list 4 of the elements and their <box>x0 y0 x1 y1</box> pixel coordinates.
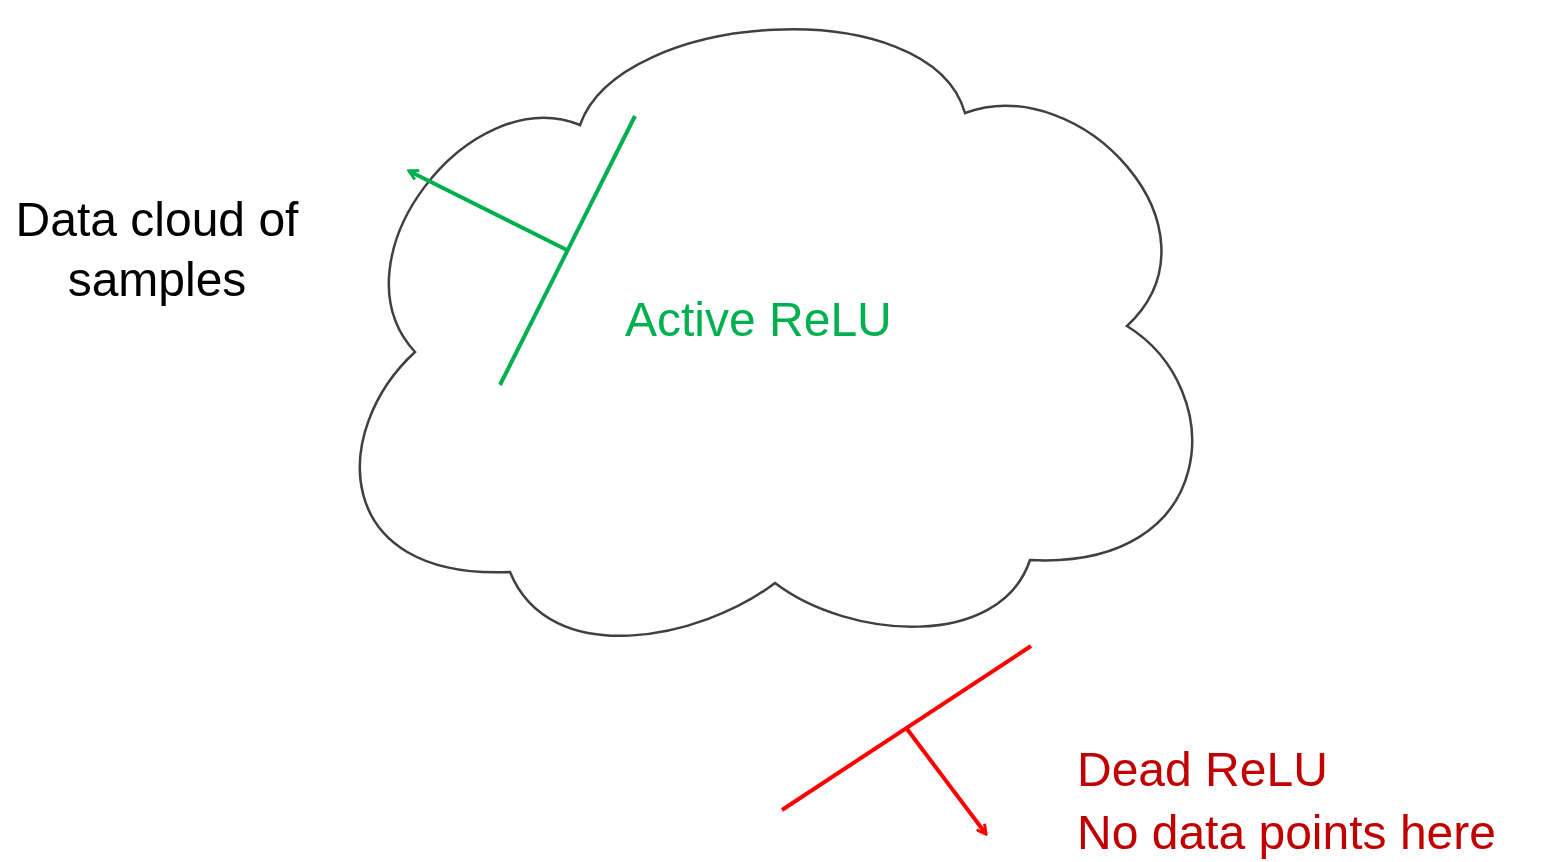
annotation-text: No data points here <box>1077 805 1496 861</box>
annotation-text: Dead ReLU <box>1077 742 1328 798</box>
annotation-text: Data cloud of samples <box>14 192 300 308</box>
annotation-text: Active ReLU <box>625 292 892 348</box>
